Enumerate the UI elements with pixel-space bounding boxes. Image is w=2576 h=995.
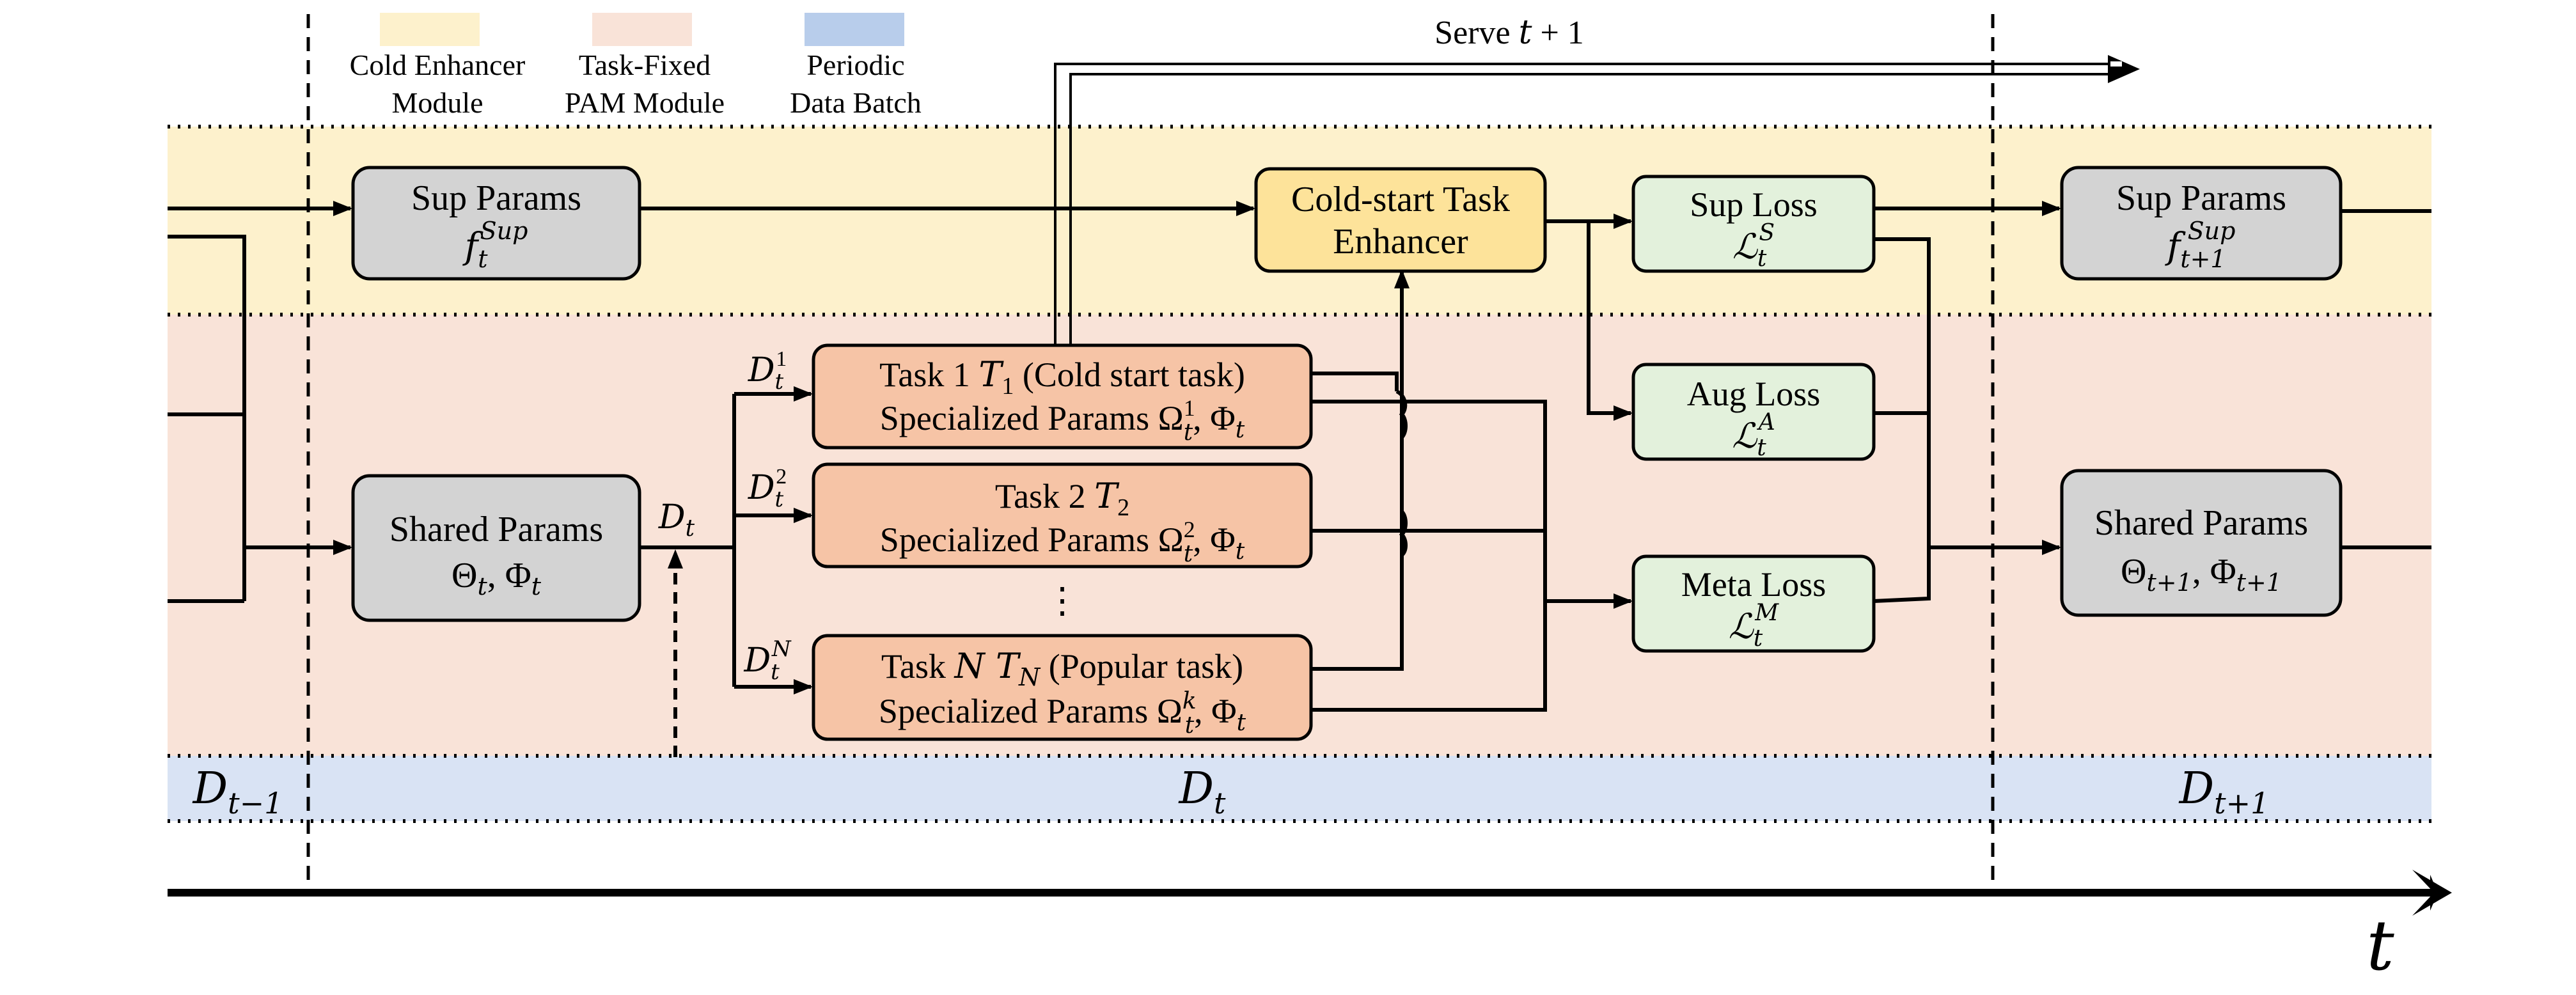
cold-start-enhancer: Cold-start Task Enhancer	[1254, 167, 1547, 273]
meta-loss-expr: ℒtM	[1729, 600, 1779, 652]
aug-loss-title: Aug Loss	[1687, 375, 1821, 413]
shared-params-right-title: Shared Params	[2094, 503, 2308, 543]
enhancer-line1: Cold-start Task	[1291, 180, 1510, 219]
shared-params-right: Shared Params Θt+1, Φt+1	[2060, 469, 2343, 617]
meta-loss-box: Meta Loss ℒtM	[1631, 554, 1876, 653]
batch-curr-label: Dt	[1177, 764, 1226, 820]
shared-params-right-expr: Θt+1, Φt+1	[2121, 552, 2282, 597]
dn-label: DtN	[743, 636, 791, 685]
period-boundaries	[306, 14, 1995, 880]
legend-cold-line2: Module	[391, 86, 483, 119]
time-axis-label: t	[2366, 906, 2394, 986]
sup-params-right: Sup Params ft+1Sup	[2060, 166, 2343, 281]
sup-params-left: Sup Params ftSup	[351, 166, 641, 281]
sup-params-right-expr: ft+1Sup	[2165, 217, 2236, 273]
aug-loss-box: Aug Loss ℒtA	[1631, 363, 1876, 461]
sup-loss-expr: ℒtS	[1732, 220, 1775, 272]
serve-arrow	[1054, 55, 2140, 345]
legend: Cold Enhancer Module Task-Fixed PAM Modu…	[350, 13, 922, 119]
dt-label: Dt	[658, 498, 695, 542]
d2-label: Dt2	[748, 465, 787, 512]
task-1-box: Task 1 T1 (Cold start task) Specialized …	[812, 343, 1313, 450]
task-n-title: Task N TN (Popular task)	[881, 646, 1243, 691]
batch-prev-label: Dt−1	[192, 764, 283, 820]
task-1-title: Task 1 T1 (Cold start task)	[879, 354, 1245, 400]
d1-label: Dt1	[748, 347, 787, 395]
connectors	[168, 201, 2431, 757]
task-2-title: Task 2 T2	[995, 476, 1129, 521]
shared-params-left-title: Shared Params	[389, 510, 603, 549]
shared-params-left-expr: Θt, Φt	[452, 556, 542, 600]
sup-params-left-expr: ftSup	[462, 217, 528, 273]
data-batch-band	[168, 756, 2431, 821]
legend-data-line2: Data Batch	[790, 86, 922, 119]
legend-swatch-cold	[380, 13, 480, 46]
task-ellipsis: ⋮	[1044, 581, 1080, 621]
aug-loss-expr: ℒtA	[1732, 409, 1775, 461]
legend-pam-line2: PAM Module	[565, 86, 725, 119]
enhancer-line2: Enhancer	[1333, 222, 1468, 262]
legend-swatch-pam	[592, 13, 692, 46]
legend-cold-line1: Cold Enhancer	[350, 49, 526, 81]
sup-params-right-title: Sup Params	[2116, 178, 2286, 218]
serve-label: Serve t + 1	[1434, 13, 1584, 52]
meta-loss-title: Meta Loss	[1681, 565, 1826, 604]
sup-params-left-title: Sup Params	[411, 178, 581, 218]
sup-loss-title: Sup Loss	[1690, 185, 1818, 224]
legend-pam-line1: Task-Fixed	[579, 49, 711, 81]
shared-params-left: Shared Params Θt, Φt	[351, 474, 641, 622]
legend-swatch-data	[805, 13, 904, 46]
batch-next-label: Dt+1	[2178, 764, 2270, 820]
time-axis-arrowhead	[2412, 870, 2452, 916]
sup-loss-box: Sup Loss ℒtS	[1631, 175, 1876, 273]
legend-data-line1: Periodic	[806, 49, 904, 81]
task-n-box: Task N TN (Popular task) Specialized Par…	[812, 634, 1313, 741]
